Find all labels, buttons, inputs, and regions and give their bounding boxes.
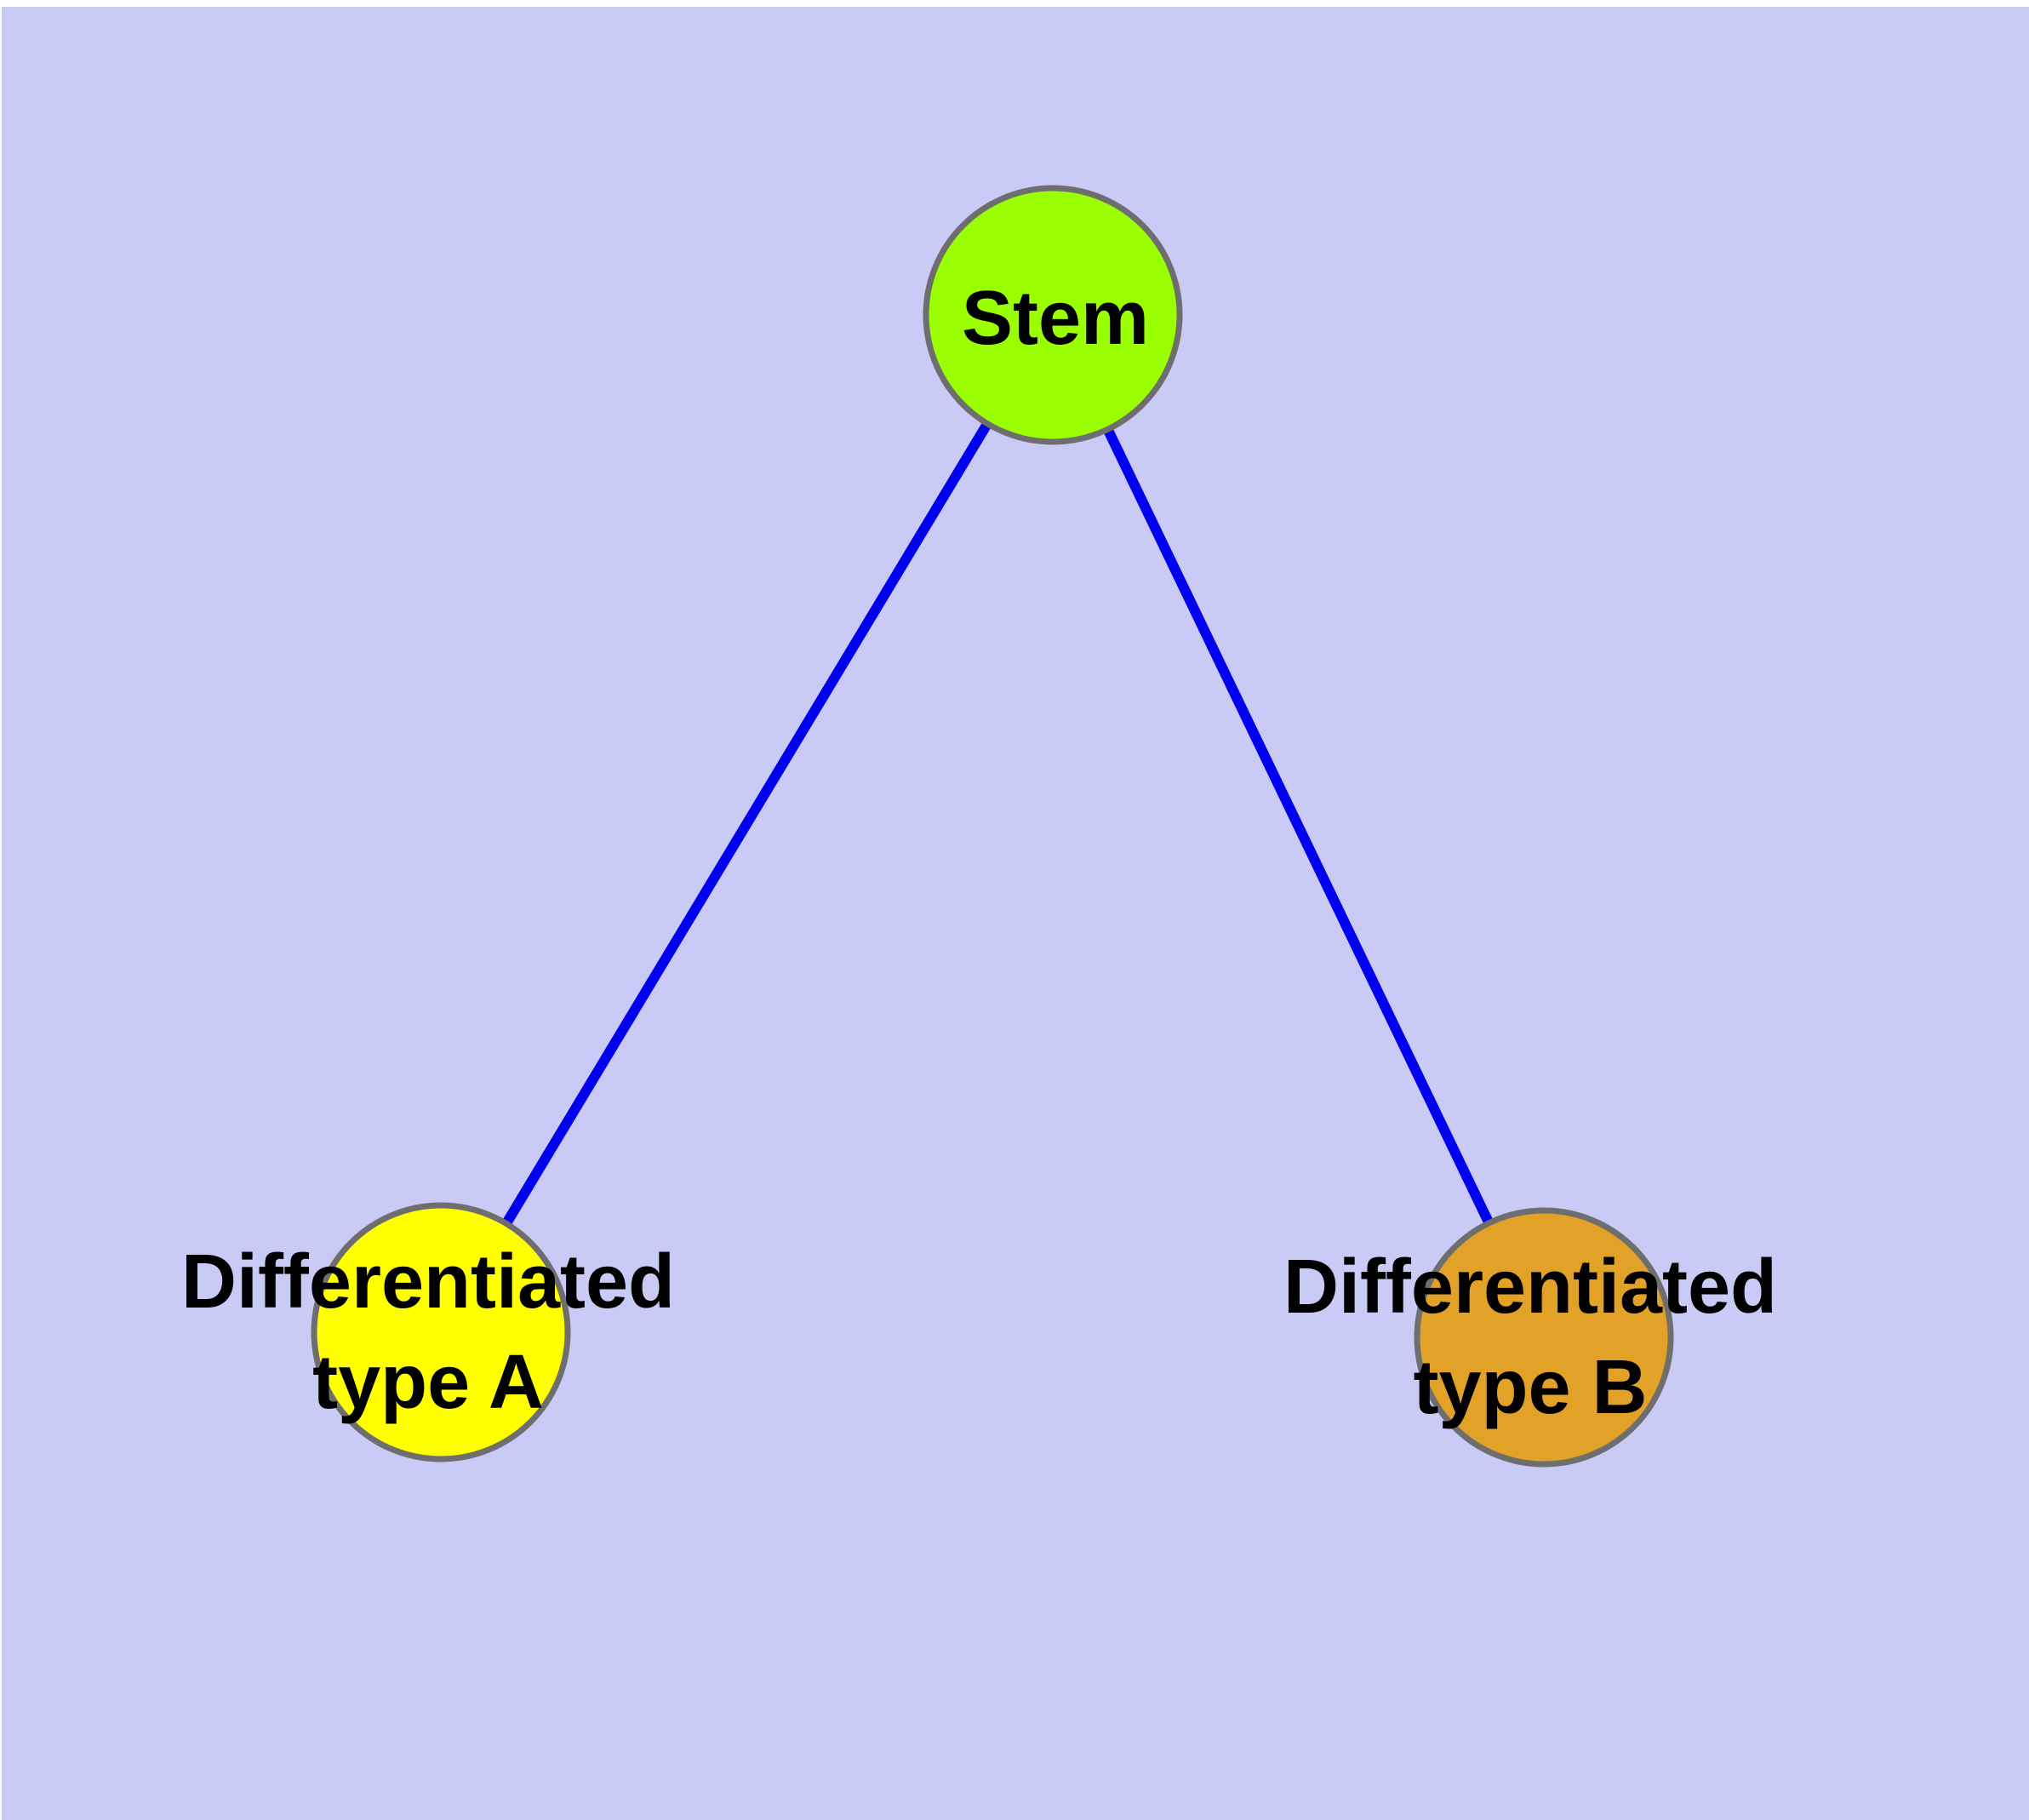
edge-stem-to-type-a xyxy=(436,312,1058,1336)
node-type-a-label-line2: type A xyxy=(312,1340,544,1425)
edge-stem-to-type-b xyxy=(1048,312,1549,1340)
node-differentiated-type-a xyxy=(311,1202,571,1462)
node-type-b-label-line1: Differentiated xyxy=(1283,1245,1777,1330)
node-differentiated-type-b xyxy=(1414,1207,1674,1468)
node-stem xyxy=(923,185,1183,445)
node-type-b-label-line2: type B xyxy=(1413,1345,1647,1430)
node-type-a-label-line1: Differentiated xyxy=(181,1239,675,1325)
node-stem-label: Stem xyxy=(962,276,1149,361)
